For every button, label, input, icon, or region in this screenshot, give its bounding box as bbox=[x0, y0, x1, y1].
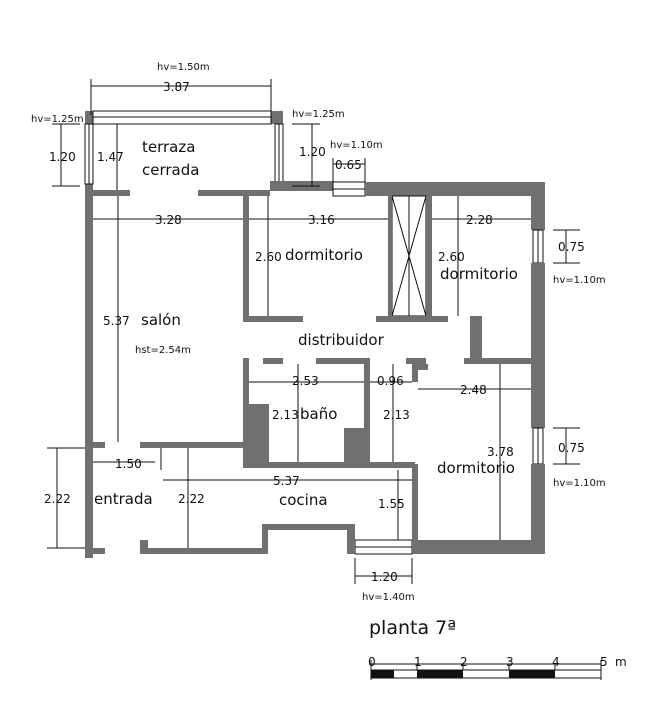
dim-bano-depth: 2.13 bbox=[272, 408, 299, 422]
dim-cocina-hv: hv=1.40m bbox=[362, 592, 415, 603]
dim-cocina-width: 5.37 bbox=[273, 474, 300, 488]
room-label-salon: salón bbox=[141, 311, 181, 329]
dim-terrace-hv-top: hv=1.50m bbox=[157, 62, 210, 73]
dim-salon-depth: 5.37 bbox=[103, 314, 130, 328]
dim-bano-width: 2.53 bbox=[292, 374, 319, 388]
plan-title: planta 7ª bbox=[369, 617, 457, 639]
scale-unit: m bbox=[615, 655, 627, 669]
dim-pass-width: 0.96 bbox=[377, 374, 404, 388]
dim-entrada-width: 1.50 bbox=[115, 457, 142, 471]
dim-terrace-hv-left: hv=1.25m bbox=[31, 114, 84, 125]
dim-terrace-right-h: 1.20 bbox=[299, 145, 326, 159]
room-label-distribuidor: distribuidor bbox=[298, 331, 385, 349]
dim-terrace-width: 3.87 bbox=[163, 80, 190, 94]
room-label-cocina: cocina bbox=[279, 491, 328, 509]
dim-cocina-right: 1.55 bbox=[378, 497, 405, 511]
dim-dorm2-depth: 2.60 bbox=[438, 250, 465, 264]
dim-pass-depth: 2.13 bbox=[383, 408, 410, 422]
room-label-bano: baño bbox=[300, 405, 337, 423]
dimension-lines bbox=[47, 79, 580, 584]
dim-dorm2-window: 0.75 bbox=[558, 240, 585, 254]
dim-window-w: 0.65 bbox=[335, 158, 362, 172]
dim-terrace-hv-right: hv=1.25m bbox=[292, 109, 345, 120]
salon-height-note: hst=2.54m bbox=[135, 345, 191, 356]
dim-dorm3-window: 0.75 bbox=[558, 441, 585, 455]
dim-terrace-left-h: 1.20 bbox=[49, 150, 76, 164]
dim-terrace-depth: 1.47 bbox=[97, 150, 124, 164]
room-labels: terraza cerrada salón hst=2.54m dormitor… bbox=[94, 138, 518, 509]
room-label-dormitorio-2: dormitorio bbox=[440, 265, 518, 283]
scale-label-4: 4 bbox=[552, 655, 560, 669]
dim-cocina-window: 1.20 bbox=[371, 570, 398, 584]
room-label-cerrada: cerrada bbox=[142, 161, 199, 179]
dim-dorm3-hv: hv=1.10m bbox=[553, 478, 606, 489]
room-label-entrada: entrada bbox=[94, 490, 153, 508]
dim-dorm2-width: 2.28 bbox=[466, 213, 493, 227]
dimension-labels: hv=1.50m 3.87 hv=1.25m hv=1.25m 1.20 1.4… bbox=[31, 62, 606, 603]
room-label-dormitorio-3: dormitorio bbox=[437, 459, 515, 477]
dim-salon-width: 3.28 bbox=[155, 213, 182, 227]
dim-dorm3-width: 2.48 bbox=[460, 383, 487, 397]
scale-bar: 0 1 2 3 4 5 m bbox=[368, 655, 627, 680]
dim-dorm2-hv: hv=1.10m bbox=[553, 275, 606, 286]
scale-label-5: 5 bbox=[600, 655, 608, 669]
dim-cocina-depth: 2.22 bbox=[178, 492, 205, 506]
dim-dorm1-depth: 2.60 bbox=[255, 250, 282, 264]
room-label-terraza: terraza bbox=[142, 138, 195, 156]
dim-entrada-depth: 2.22 bbox=[44, 492, 71, 506]
scale-label-1: 1 bbox=[414, 655, 422, 669]
dim-dorm1-width: 3.16 bbox=[308, 213, 335, 227]
dim-window-hv: hv=1.10m bbox=[330, 140, 383, 151]
scale-label-3: 3 bbox=[506, 655, 514, 669]
room-label-dormitorio-1: dormitorio bbox=[285, 246, 363, 264]
dim-dorm3-depth: 3.78 bbox=[487, 445, 514, 459]
scale-label-2: 2 bbox=[460, 655, 468, 669]
scale-label-0: 0 bbox=[368, 655, 376, 669]
